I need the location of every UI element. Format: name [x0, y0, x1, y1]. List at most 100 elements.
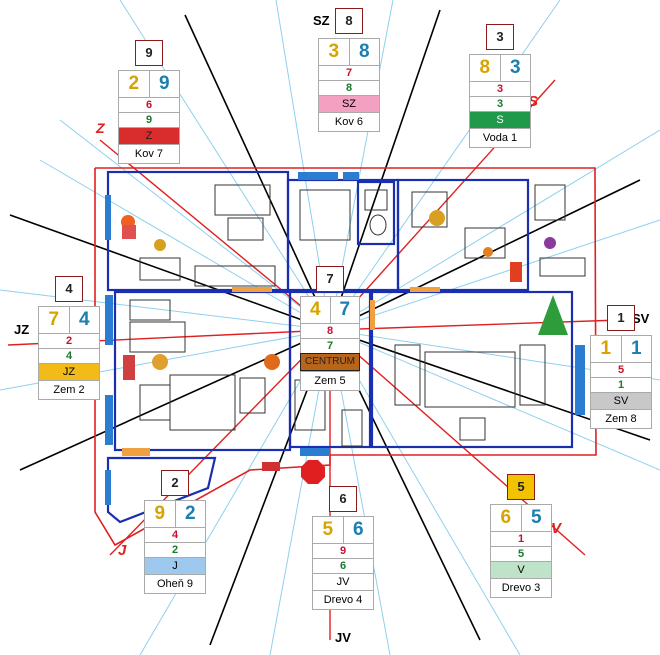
sector-card-jz: 4 7 4 2 4 JZ Zem 2 — [38, 276, 100, 400]
round-decor-icon — [264, 354, 280, 370]
sector-card-j: 2 9 2 4 2 J Oheň 9 — [144, 470, 206, 594]
sector-number: 8 — [335, 8, 363, 34]
star-numbers: 1 1 — [590, 335, 652, 362]
water-star: 1 — [630, 338, 642, 359]
base-star: 7 — [300, 338, 360, 353]
direction-badge: J — [144, 557, 206, 574]
year-star: 1 — [490, 531, 552, 546]
element-label: Voda 1 — [469, 128, 531, 148]
direction-badge: SZ — [318, 95, 380, 112]
water-star: 9 — [158, 73, 170, 94]
base-star: 2 — [144, 542, 206, 557]
mountain-star: 9 — [145, 501, 176, 527]
sector-number: 5 — [507, 474, 535, 500]
star-numbers: 6 5 — [490, 504, 552, 531]
sector-number: 4 — [55, 276, 83, 302]
element-label: Zem 8 — [590, 409, 652, 429]
octagon-sign-icon — [301, 460, 325, 484]
mountain-star: 4 — [301, 297, 331, 323]
stove-icon — [510, 262, 522, 282]
direction-badge: Z — [118, 127, 180, 144]
sector-number: 1 — [607, 305, 635, 331]
sector-number: 2 — [161, 470, 189, 496]
property-boundary — [94, 167, 597, 547]
doors — [122, 287, 440, 456]
direction-badge: JV — [312, 573, 374, 590]
star-numbers: 7 4 — [38, 306, 100, 333]
sector-card-center: 7 4 7 8 7 CENTRUM Zem 5 — [300, 266, 360, 391]
animal-icon-2 — [152, 354, 168, 370]
water-star: 8 — [358, 41, 370, 62]
base-star: 9 — [118, 112, 180, 127]
water-star: 7 — [339, 299, 351, 320]
tree-icon — [538, 295, 568, 335]
sector-card-jv: 6 5 6 9 6 JV Drevo 4 — [312, 486, 374, 610]
year-star: 8 — [300, 323, 360, 338]
base-star: 4 — [38, 348, 100, 363]
sector-card-s: 3 8 3 3 3 S Voda 1 — [469, 24, 531, 148]
sector-number: 3 — [486, 24, 514, 50]
mountain-star: 2 — [119, 71, 150, 97]
windows — [105, 172, 585, 505]
element-label: Oheň 9 — [144, 574, 206, 594]
water-star: 6 — [352, 519, 364, 540]
direction-badge: S — [469, 111, 531, 128]
star-numbers: 5 6 — [312, 516, 374, 543]
direction-label-j: J — [118, 542, 127, 559]
sector-card-sv: 1 1 1 5 1 SV Zem 8 — [590, 305, 652, 429]
mountain-star: 1 — [591, 336, 622, 362]
direction-label-sz: SZ — [313, 13, 330, 28]
fruit-icon — [429, 210, 445, 226]
furniture-outlines — [129, 184, 586, 447]
sector-card-sz: 8 3 8 7 8 SZ Kov 6 — [318, 8, 380, 132]
base-star: 3 — [469, 96, 531, 111]
base-star: 8 — [318, 80, 380, 95]
animal-icon — [544, 237, 556, 249]
base-star: 1 — [590, 377, 652, 392]
direction-badge: CENTRUM — [300, 353, 360, 371]
cabinet-icon — [123, 355, 135, 380]
year-star: 4 — [144, 527, 206, 542]
sector-number: 6 — [329, 486, 357, 512]
year-star: 3 — [469, 81, 531, 96]
mountain-star: 5 — [313, 517, 344, 543]
direction-badge: SV — [590, 392, 652, 409]
box-icon — [122, 225, 136, 239]
direction-badge: JZ — [38, 363, 100, 380]
element-label: Drevo 3 — [490, 578, 552, 598]
year-star: 5 — [590, 362, 652, 377]
car-icon — [262, 462, 280, 471]
element-label: Kov 6 — [318, 112, 380, 132]
mountain-star: 7 — [39, 307, 70, 333]
base-star: 6 — [312, 558, 374, 573]
sector-card-v: 5 6 5 1 5 V Drevo 3 — [490, 474, 552, 598]
water-star: 3 — [509, 57, 521, 78]
mountain-star: 3 — [319, 39, 350, 65]
direction-label-v: V — [551, 520, 562, 537]
star-numbers: 8 3 — [469, 54, 531, 81]
direction-label-sv: SV — [632, 311, 650, 326]
base-star: 5 — [490, 546, 552, 561]
sector-number: 9 — [135, 40, 163, 66]
direction-badge: V — [490, 561, 552, 578]
year-star: 7 — [318, 65, 380, 80]
star-numbers: 2 9 — [118, 70, 180, 97]
mountain-star: 8 — [470, 55, 501, 81]
direction-label-s: S — [528, 93, 539, 110]
sector-number: 7 — [316, 266, 344, 292]
star-numbers: 9 2 — [144, 500, 206, 527]
water-star: 5 — [530, 507, 542, 528]
lamp-icon — [154, 239, 166, 251]
year-star: 2 — [38, 333, 100, 348]
water-star: 4 — [78, 309, 90, 330]
direction-label-jz: JZ — [14, 322, 30, 337]
element-label: Drevo 4 — [312, 590, 374, 610]
direction-label-z: Z — [96, 120, 105, 136]
star-numbers: 4 7 — [300, 296, 360, 323]
year-star: 9 — [312, 543, 374, 558]
direction-label-jv: JV — [335, 630, 351, 645]
sector-card-z: 9 2 9 6 9 Z Kov 7 — [118, 40, 180, 164]
star-numbers: 3 8 — [318, 38, 380, 65]
element-label: Zem 5 — [300, 371, 360, 391]
mountain-star: 6 — [491, 505, 522, 531]
